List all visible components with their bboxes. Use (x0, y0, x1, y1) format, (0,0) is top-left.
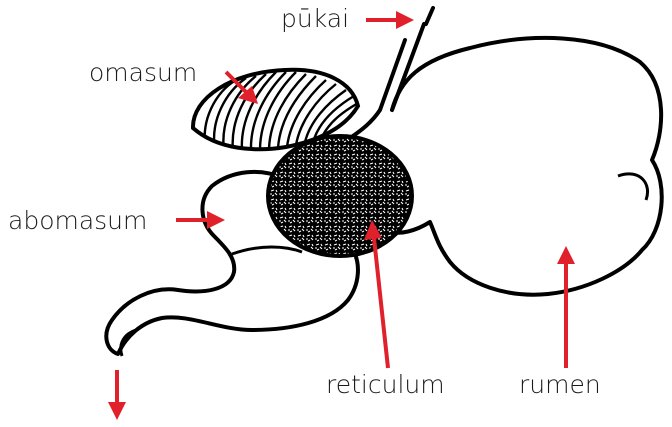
label-pukai: pūkai (281, 6, 349, 31)
label-rumen: rumen (519, 372, 601, 397)
oesophagus (380, 40, 405, 110)
reticulum-shape (268, 136, 412, 256)
label-abomasum: abomasum (8, 208, 147, 233)
reticulum-arrow (374, 238, 388, 368)
label-omasum: omasum (89, 60, 197, 85)
label-reticulum: reticulum (326, 372, 445, 397)
rumen-outline (376, 38, 662, 295)
